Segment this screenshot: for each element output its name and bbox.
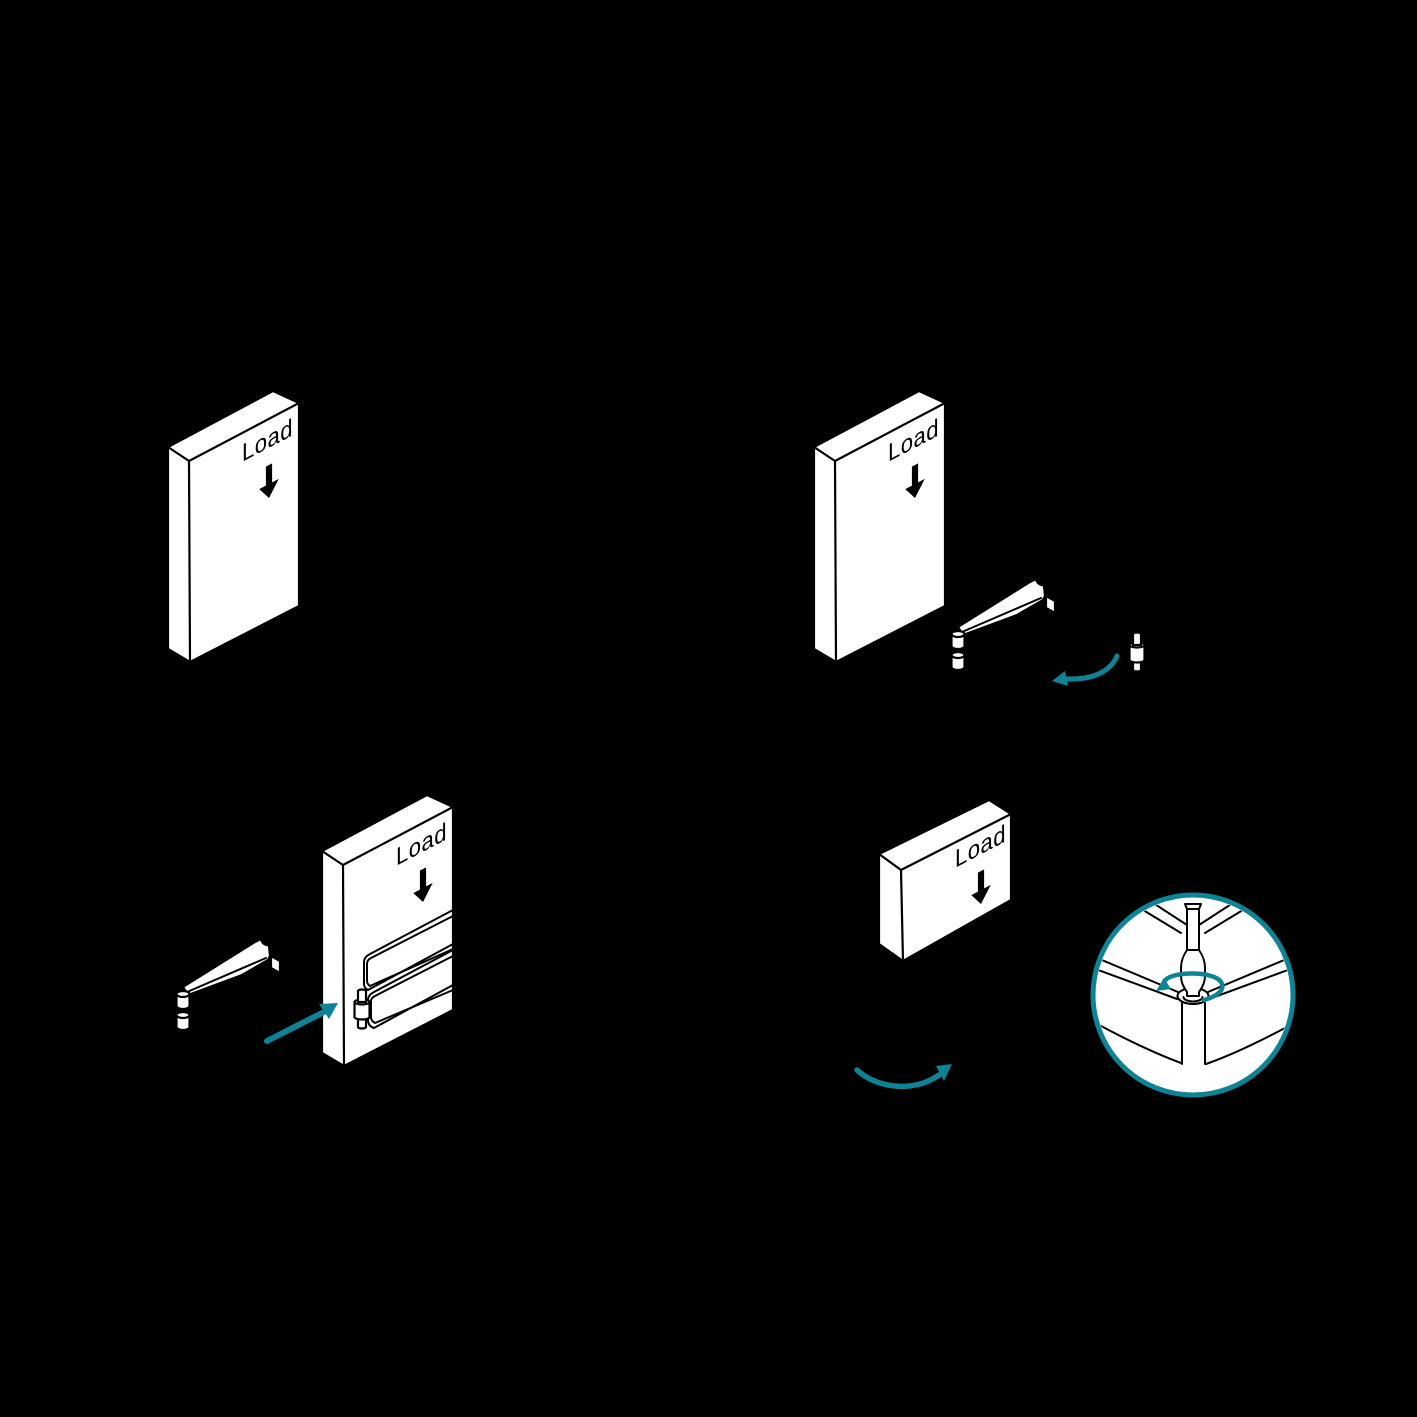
panel-step-2: Load — [812, 389, 1146, 686]
locking-pin — [1128, 631, 1146, 673]
shelf-bracket — [950, 577, 1057, 672]
detail-zoom-circle — [1090, 892, 1296, 1098]
rotation-arrow-icon — [1156, 971, 1225, 1003]
insert-arrow-icon — [264, 1003, 338, 1044]
screw-in-arrow-icon — [1052, 653, 1120, 686]
shelf-bracket — [175, 937, 282, 1032]
board-panel — [877, 798, 1013, 963]
panel-step-1: Load — [166, 389, 301, 664]
flip-arrow-icon — [854, 1064, 952, 1090]
panel-step-3: Load — [175, 793, 455, 1068]
panel-step-4: Load — [854, 798, 1296, 1098]
